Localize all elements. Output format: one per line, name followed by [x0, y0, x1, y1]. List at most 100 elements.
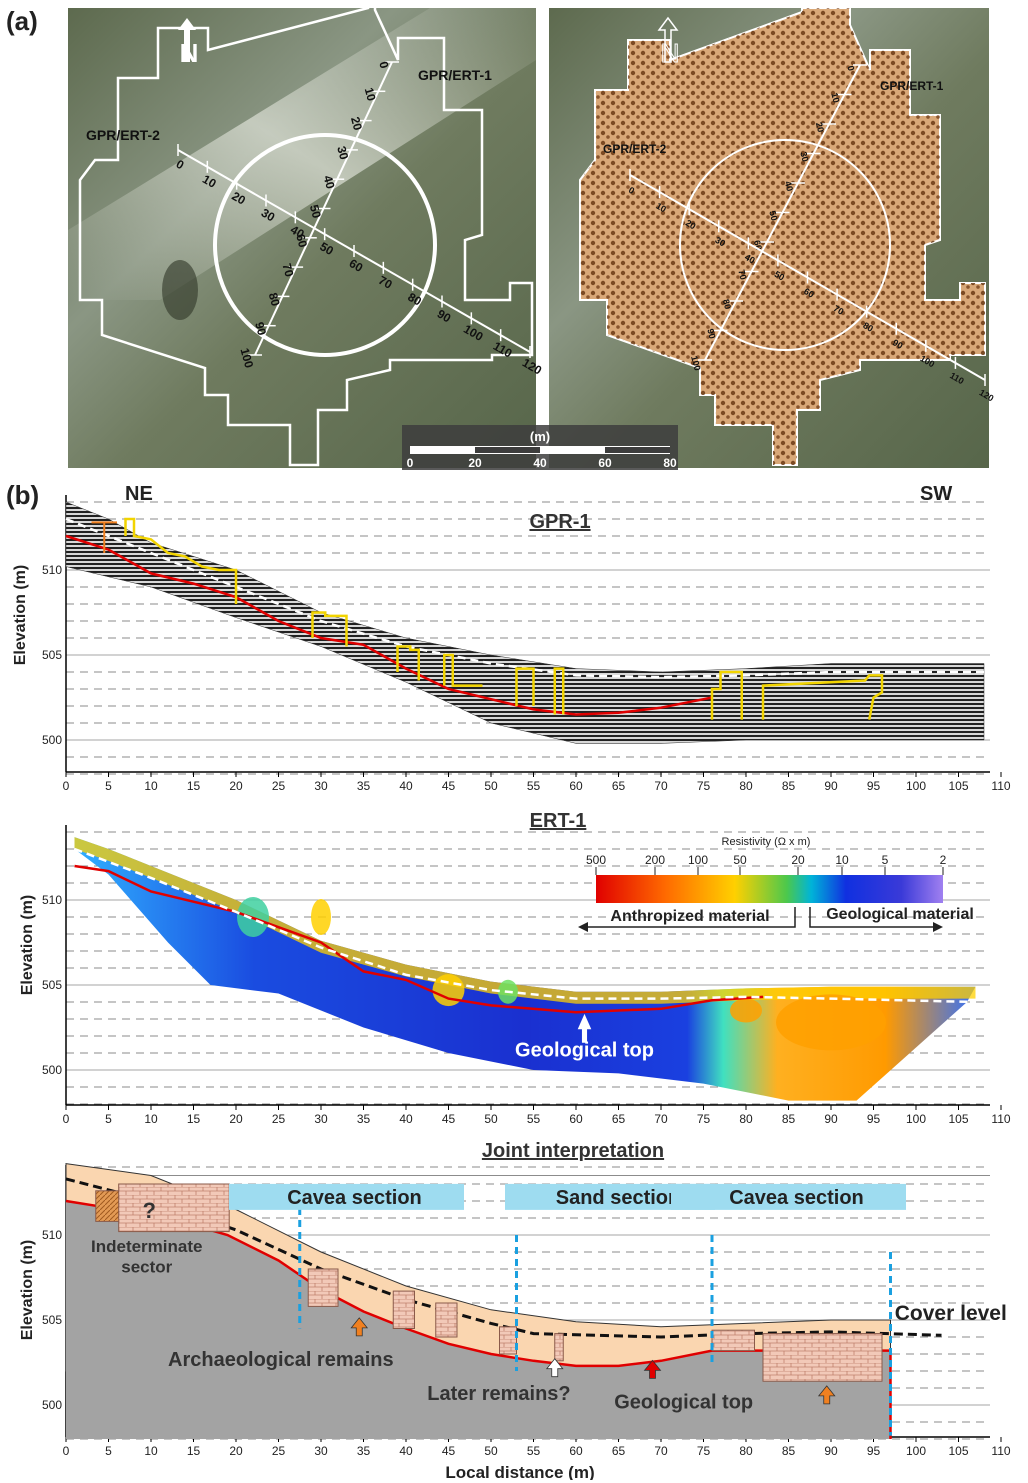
x-tick-label: 75 [697, 1112, 711, 1126]
resistivity-anomaly [311, 899, 331, 935]
x-tick-label: 30 [314, 1444, 328, 1458]
section-label: Cavea section [287, 1187, 422, 1209]
x-tick-label: 50 [484, 1444, 498, 1458]
survey-tick-label: 100 [238, 346, 257, 369]
x-tick-label: 30 [314, 779, 328, 793]
cover-line [65, 517, 984, 679]
archaeological-remain [499, 1326, 517, 1355]
x-tick-label: 10 [144, 779, 158, 793]
x-tick-label: 70 [654, 1112, 668, 1126]
bedrock [66, 1201, 891, 1439]
x-tick-label: 15 [187, 779, 201, 793]
survey-tick-label: 30 [798, 151, 810, 163]
survey-tick-label: 70 [279, 262, 296, 279]
x-tick-label: 15 [187, 1112, 201, 1126]
x-tick-label: 55 [527, 1444, 541, 1458]
later-remains-label: Later remains? [427, 1383, 570, 1405]
label-gpr-ert-2-right: GPR/ERT-2 [603, 142, 667, 156]
structure-outline [396, 645, 420, 681]
x-tick-label: 70 [654, 1444, 668, 1458]
x-tick-label: 0 [63, 779, 70, 793]
y-tick-label: 500 [42, 733, 62, 747]
survey-tick-label: 70 [376, 273, 395, 292]
x-tick-label: 35 [357, 779, 371, 793]
x-tick-label: 40 [399, 1444, 413, 1458]
survey-tick-label: 90 [891, 337, 905, 351]
x-tick-label: 20 [229, 1444, 243, 1458]
x-tick-label: 90 [824, 1112, 838, 1126]
indeterminate-label: Indeterminate [91, 1237, 202, 1256]
ert-geological-top-label: Geological top [515, 1039, 654, 1061]
survey-tick-label: 90 [705, 328, 717, 340]
colorbar-tick-label: 2 [940, 853, 947, 867]
geological-top-line [74, 864, 764, 1014]
x-tick-label: 95 [867, 1444, 881, 1458]
x-tick-label: 0 [63, 1112, 70, 1126]
resistivity-anomaly [730, 998, 762, 1023]
x-tick-label: 100 [906, 1112, 926, 1126]
survey-tick-label: 80 [266, 291, 283, 308]
x-tick-label: 35 [357, 1112, 371, 1126]
survey-lines-right: 0102030405060708090100010203040506070809… [627, 64, 996, 403]
scale-tick-label: 40 [533, 456, 547, 470]
survey-tick-label: 90 [435, 307, 454, 326]
structure-outline [761, 674, 884, 720]
x-tick-label: 90 [824, 779, 838, 793]
survey-tick-label: 100 [689, 355, 703, 372]
survey-tick-label: 50 [773, 269, 787, 283]
panel-a-letter: (a) [6, 6, 38, 36]
radargram [65, 501, 985, 744]
geological-top-line [65, 534, 713, 716]
scale-tick-label: 20 [468, 456, 482, 470]
x-tick-label: 110 [991, 1444, 1010, 1458]
x-tick-label: 100 [906, 1444, 926, 1458]
survey-outline-left [78, 0, 534, 467]
survey-tick-label: 30 [713, 235, 727, 249]
gpr-ylabel: Elevation (m) [12, 565, 29, 665]
archaeological-remain [118, 1183, 230, 1233]
survey-tick-label: 80 [405, 290, 424, 309]
survey-tick-label: 70 [832, 303, 846, 317]
section-label: Cavea section [729, 1187, 864, 1209]
x-tick-label: 45 [442, 1112, 456, 1126]
y-tick-label: 510 [42, 563, 62, 577]
survey-tick-label: 20 [684, 218, 698, 232]
x-tick-label: 90 [824, 1444, 838, 1458]
y-tick-label: 505 [42, 648, 62, 662]
direction-sw: SW [920, 483, 952, 505]
archaeological-remain [554, 1333, 564, 1362]
x-tick-label: 45 [442, 1444, 456, 1458]
ert-title: ERT-1 [530, 810, 587, 832]
survey-tick-label: 60 [752, 239, 764, 251]
x-tick-label: 40 [399, 779, 413, 793]
archaeological-remain [307, 1268, 339, 1307]
gpr-title: GPR-1 [529, 511, 590, 533]
x-tick-label: 20 [229, 1112, 243, 1126]
y-tick-label: 500 [42, 1063, 62, 1077]
x-tick-label: 65 [612, 1112, 626, 1126]
section-label: Sand section [556, 1187, 680, 1209]
scale-tick-label: 80 [663, 456, 677, 470]
resistivity-anomaly [776, 994, 886, 1051]
x-tick-label: 5 [105, 1112, 112, 1126]
up-arrow-icon [817, 1385, 836, 1405]
x-tick-label: 80 [739, 779, 753, 793]
survey-tick-label: 40 [743, 252, 757, 266]
scale-tick-label: 0 [407, 456, 414, 470]
archaeological-remain [762, 1333, 883, 1382]
survey-tick-label: 50 [307, 203, 324, 220]
circle-outline-left [213, 133, 437, 357]
survey-tick-label: 30 [334, 145, 351, 162]
geological-label: Geological material [826, 906, 974, 923]
up-arrow-icon [643, 1359, 662, 1379]
structure-outline [311, 611, 348, 647]
structure-outline [553, 667, 565, 715]
direction-ne: NE [125, 483, 153, 505]
x-tick-label: 60 [569, 1112, 583, 1126]
colorbar-tick-label: 20 [791, 853, 805, 867]
x-tick-label: 50 [484, 1112, 498, 1126]
